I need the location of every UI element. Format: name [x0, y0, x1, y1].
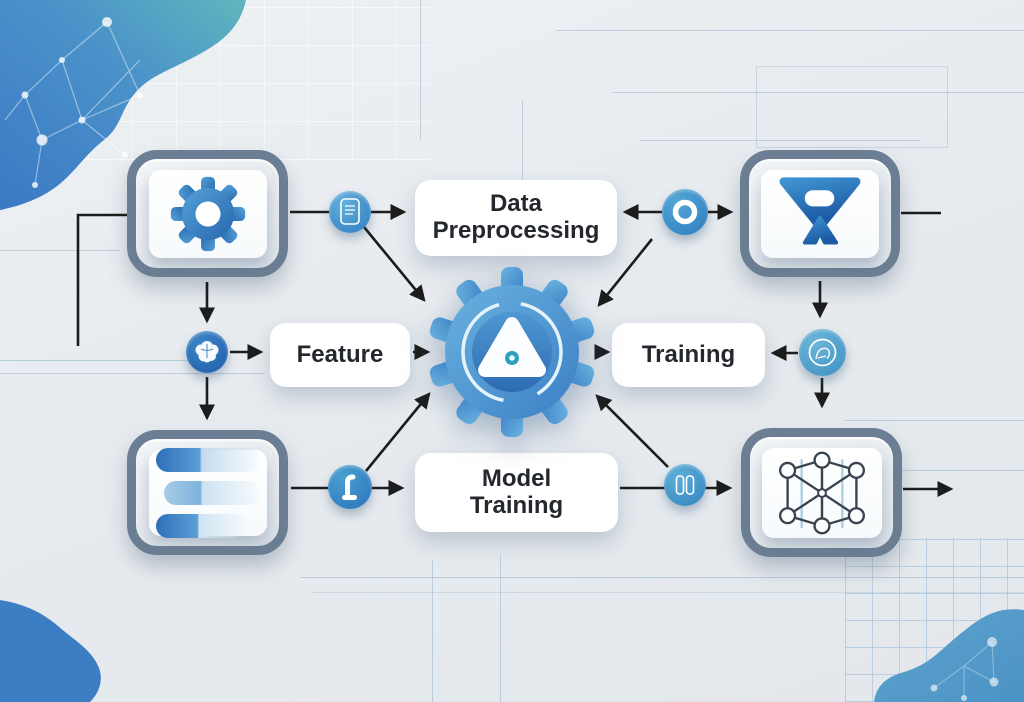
circuit-line [0, 373, 265, 374]
background-grid [845, 538, 1024, 702]
circuit-line [0, 360, 190, 361]
ring-badge [662, 189, 708, 235]
head-profile-icon [808, 338, 837, 367]
bar-chart-icon [155, 447, 260, 538]
label-training: Training [612, 323, 765, 387]
label-model-training: Model Training [415, 453, 618, 532]
gear-icon [170, 176, 245, 251]
node-filter [740, 150, 900, 277]
document-badge [329, 191, 371, 233]
brain-icon [195, 341, 219, 363]
bar-row [155, 447, 260, 472]
label-text: Training [641, 340, 736, 368]
node-network-card [761, 447, 882, 538]
label-feature: Feature [270, 323, 410, 387]
background-grid [0, 0, 430, 160]
brain-badge [186, 331, 228, 373]
brackets-icon [675, 475, 695, 495]
bar-row [163, 480, 260, 505]
circuit-line [556, 30, 1024, 31]
circuit-line [0, 250, 120, 251]
label-data-preprocessing: Data Preprocessing [415, 180, 617, 256]
node-settings [127, 150, 288, 277]
node-settings-card [148, 169, 267, 258]
gear-triangle-icon [429, 267, 595, 437]
circuit-line [500, 555, 501, 702]
corner-blob-bottom-right [874, 609, 1024, 702]
circuit-line [420, 0, 421, 140]
label-text: Data Preprocessing [432, 190, 600, 244]
label-text: Model Training [469, 464, 564, 519]
ring-icon [672, 199, 698, 225]
node-network [741, 428, 902, 557]
bar-row [155, 513, 246, 538]
circuit-line [522, 100, 523, 180]
circuit-line [432, 560, 433, 702]
funnel-icon [779, 176, 861, 244]
profile-badge [799, 329, 846, 376]
bracket-icon [342, 474, 357, 500]
pants-badge [664, 464, 706, 506]
circuit-line [312, 592, 1024, 593]
node-filter-card [761, 169, 879, 258]
node-data-bars-card [148, 447, 267, 538]
circuit-line [612, 92, 1024, 93]
node-data-bars [127, 430, 288, 555]
circuit-line [756, 66, 948, 148]
circuit-line [300, 577, 1024, 578]
label-text: Feature [296, 340, 384, 368]
document-icon [340, 198, 360, 225]
constellation-lines [4, 21, 141, 186]
circuit-line [845, 420, 1024, 421]
arrow-elbow-left [76, 213, 127, 346]
circuit-line [640, 140, 920, 141]
bracket-badge [328, 465, 372, 509]
constellation-dots [21, 17, 143, 188]
corner-blob-bottom-left [0, 600, 101, 702]
hub-node [427, 267, 597, 437]
network-graph-icon [778, 451, 865, 534]
